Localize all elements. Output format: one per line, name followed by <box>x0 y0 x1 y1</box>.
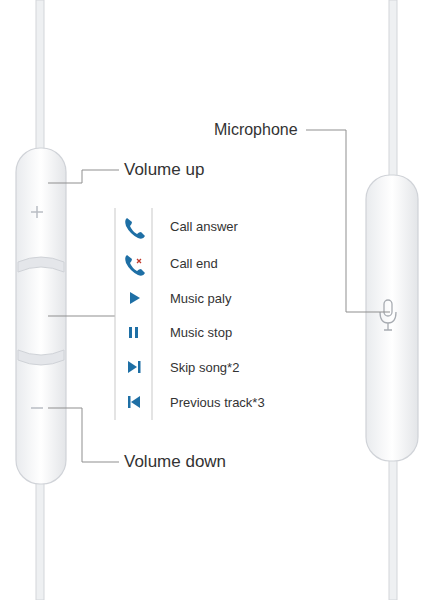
callout-label: Microphone <box>214 121 298 139</box>
button-divider <box>18 257 64 272</box>
previous-icon <box>128 396 131 408</box>
plus-symbol <box>31 206 43 218</box>
leader-lines <box>48 130 390 462</box>
microphone-symbol <box>380 300 396 330</box>
button-divider <box>18 350 64 365</box>
table-cell: Previous track*3 <box>170 396 265 411</box>
function-table-grid <box>115 208 306 420</box>
play-icon <box>130 292 140 304</box>
function-table-columns <box>115 208 152 420</box>
minus-symbol <box>31 407 43 409</box>
callout-label: Volume up <box>124 160 204 180</box>
table-cell: Skip song*2 <box>170 361 239 376</box>
pause-icon <box>129 327 132 338</box>
table-cell: Call answer <box>170 220 238 235</box>
callout-label: Volume down <box>124 452 226 472</box>
call-answer-icon <box>125 218 145 239</box>
table-cell: Call end <box>170 257 218 272</box>
skip-icon <box>128 361 137 373</box>
call-end-icon <box>125 255 145 276</box>
function-icons <box>125 218 145 408</box>
table-cell: Music stop <box>170 326 232 341</box>
mic-remote-body <box>366 175 418 461</box>
table-cell: Music paly <box>170 292 231 307</box>
